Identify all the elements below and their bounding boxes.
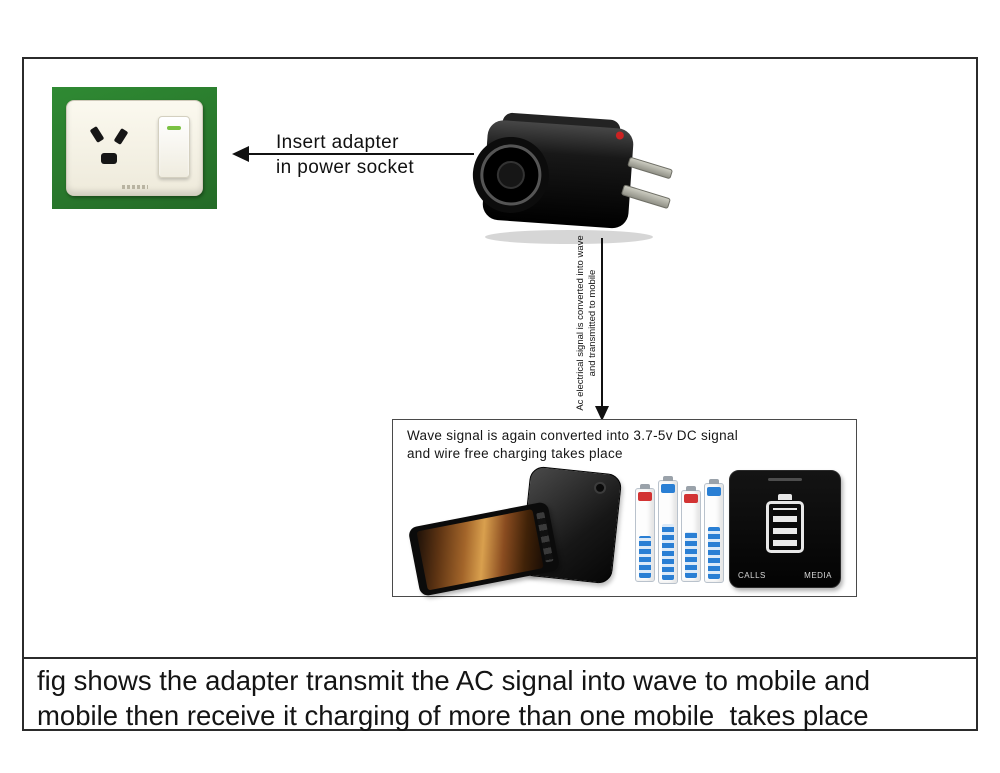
- down-arrow-icon: [595, 238, 609, 421]
- adapter-socket-pin: [496, 160, 525, 189]
- phone-camera-icon: [593, 481, 607, 495]
- ac-adapter-illustration: [472, 112, 673, 244]
- phone-screen: [416, 509, 544, 591]
- caption-line1: fig shows the adapter transmit the AC si…: [37, 665, 871, 696]
- vertical-arrow-label-line1: Ac electrical signal is converted into w…: [575, 235, 586, 411]
- socket-hole: [89, 126, 105, 143]
- battery-item: [681, 490, 701, 582]
- charging-phone-image: CALLS MEDIA: [729, 470, 841, 588]
- socket-hole: [101, 153, 117, 164]
- wave-box-title-line1: Wave signal is again converted into 3.7-…: [407, 428, 739, 443]
- battery-pack-image: [635, 476, 727, 590]
- media-label: MEDIA: [804, 571, 832, 580]
- figure-caption: fig shows the adapter transmit the AC si…: [37, 663, 967, 733]
- adapter-prongs: [621, 157, 673, 209]
- left-arrow-icon: [232, 146, 474, 162]
- arrow-head: [232, 146, 249, 162]
- caption-line2: mobile then receive it charging of more …: [37, 700, 869, 731]
- wave-box-title: Wave signal is again converted into 3.7-…: [407, 427, 846, 463]
- battery-band: [638, 492, 652, 501]
- wave-conversion-box: Wave signal is again converted into 3.7-…: [392, 419, 857, 597]
- battery-item: [658, 480, 678, 584]
- battery-level: [662, 524, 674, 580]
- socket-switch: [158, 116, 190, 178]
- arrow-head: [595, 406, 609, 421]
- battery-item: [635, 488, 655, 582]
- battery-band: [684, 494, 698, 503]
- caption-divider: [24, 657, 976, 659]
- insert-adapter-label-line1: Insert adapter: [276, 132, 399, 153]
- phone-brand-mark: [768, 478, 802, 481]
- adapter-shadow: [485, 230, 653, 244]
- battery-band: [661, 484, 675, 493]
- battery-level: [685, 532, 697, 578]
- adapter-led: [615, 131, 624, 140]
- diagram-frame: Insert adapter in power socket: [22, 57, 978, 731]
- socket-plate: [66, 100, 203, 196]
- battery-band: [707, 487, 721, 496]
- wave-box-title-line2: and wire free charging takes place: [407, 446, 623, 461]
- insert-adapter-label-line2: in power socket: [276, 157, 415, 178]
- phone-front-image: [407, 501, 561, 597]
- socket-hole: [113, 128, 129, 145]
- socket-brand-mark: [121, 185, 148, 189]
- battery-charging-icon: [766, 501, 804, 553]
- calls-label: CALLS: [738, 571, 766, 580]
- power-socket-photo: [52, 87, 217, 209]
- vertical-arrow-label-line2: and transmitted to mobile: [587, 269, 598, 377]
- vertical-arrow-label: Ac electrical signal is converted into w…: [575, 231, 599, 415]
- battery-level: [708, 527, 720, 579]
- battery-charging-bars: [773, 508, 797, 546]
- switch-indicator: [167, 126, 181, 130]
- battery-item: [704, 483, 724, 583]
- battery-level: [639, 536, 651, 578]
